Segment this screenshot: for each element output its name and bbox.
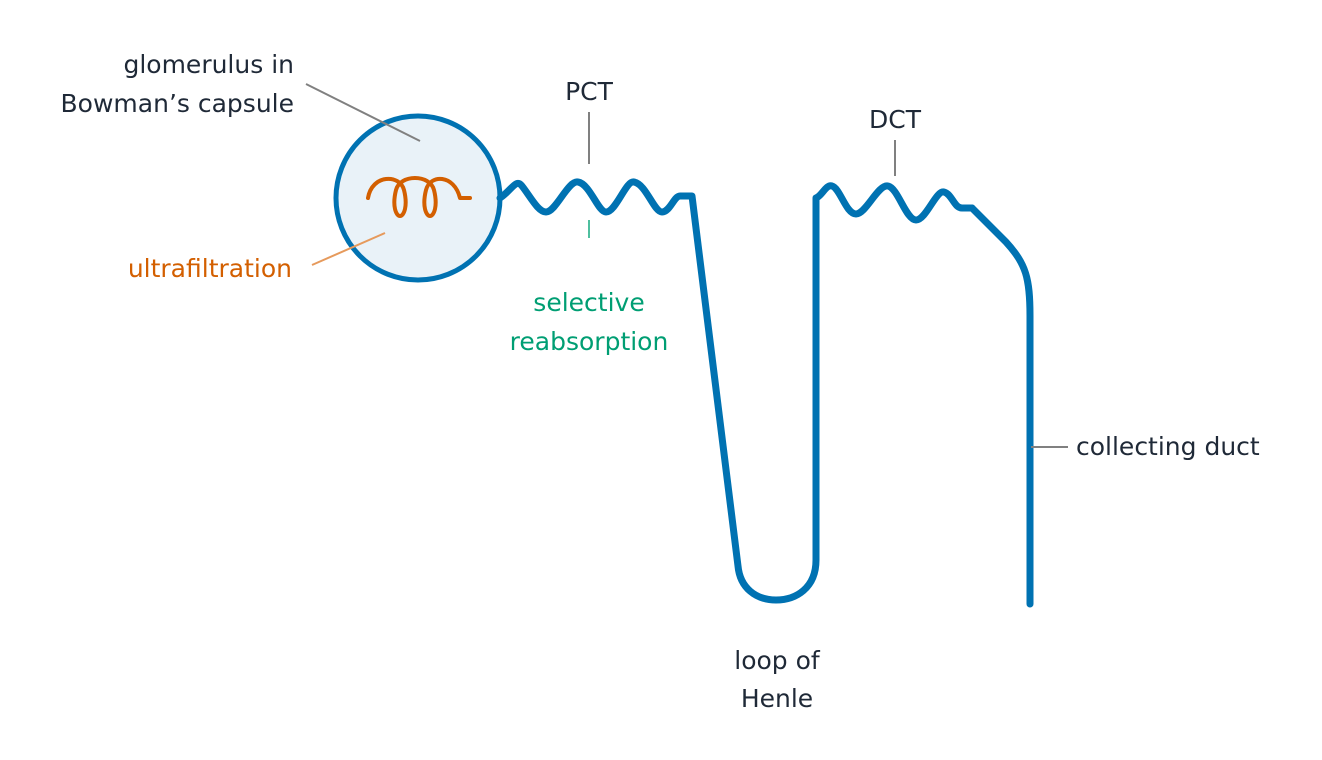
pct-label: PCT [565,77,614,106]
glomerulus-coil [366,176,472,218]
ultrafiltration-leader-line [311,232,386,266]
glomerulus-label-line2: Bowman’s capsule [61,89,294,118]
loop-of-henle-label-line1: loop of [734,646,821,675]
selective-reabsorption-label-line2: reabsorption [510,327,669,356]
collecting-duct-label: collecting duct [1076,432,1260,461]
glomerulus-leader-line [305,83,421,142]
loop-of-henle-label-line2: Henle [741,684,813,713]
ultrafiltration-label: ultrafiltration [128,254,292,283]
glomerulus-label-line1: glomerulus in [123,50,294,79]
nephron-tubule [496,178,976,604]
dct-label: DCT [869,105,922,134]
collecting-duct [968,204,1034,608]
selective-reabsorption-label-line1: selective [533,288,644,317]
